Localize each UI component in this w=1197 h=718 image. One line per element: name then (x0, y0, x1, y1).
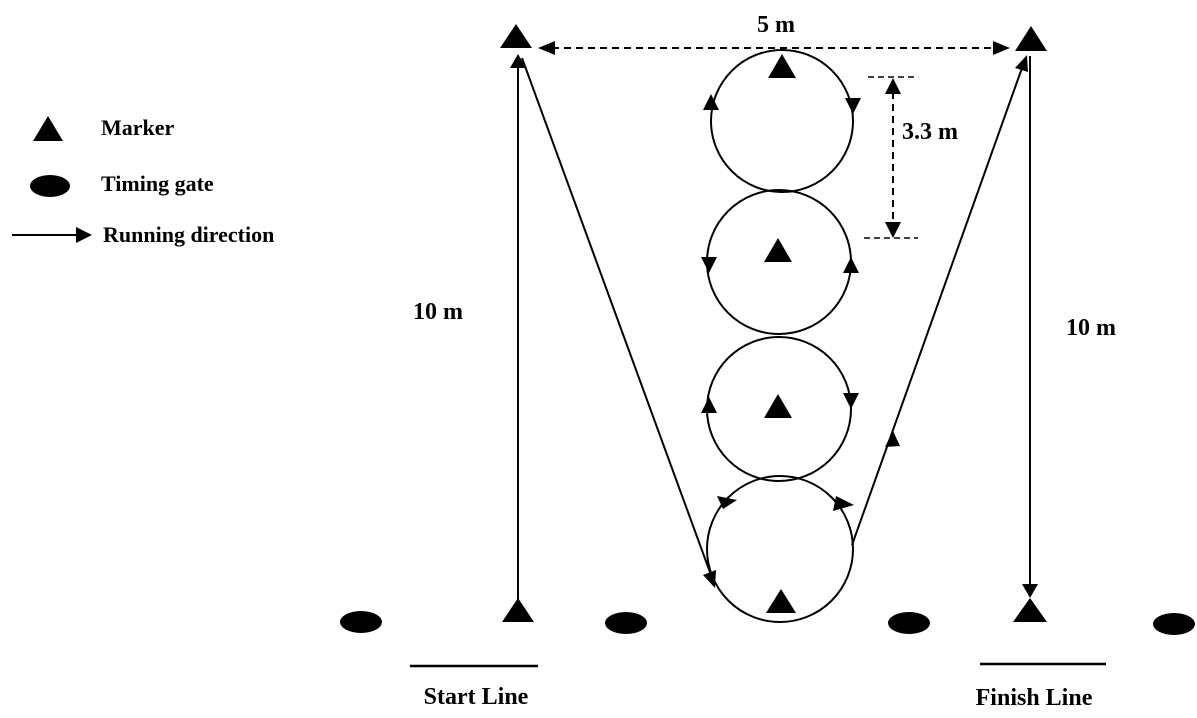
circle-4-center-marker-icon (766, 589, 796, 613)
circle-1-arrow-left-icon (703, 94, 719, 110)
circle-1-center-marker-icon (768, 54, 796, 78)
circle-3-center-marker-icon (764, 394, 792, 418)
top-right-marker-icon (1015, 26, 1047, 51)
legend-timing-gate-label: Timing gate (101, 171, 214, 196)
circle-3-arrow-left-icon (701, 397, 717, 413)
width-label: 5 m (757, 12, 795, 38)
left-length-label: 10 m (413, 299, 463, 325)
right-line-arrowhead-icon (1022, 584, 1038, 598)
legend-timing-gate-icon (30, 175, 70, 197)
circle-1-arrow-right-icon (845, 98, 861, 114)
right-length-label: 10 m (1066, 315, 1116, 341)
spacing-arrowhead-down-icon (885, 222, 901, 238)
legend-arrow-icon (12, 227, 92, 243)
circle-1 (703, 49, 861, 193)
diagonal-right-mid-arrow-icon (885, 431, 900, 447)
finish-line-label: Finish Line (976, 685, 1093, 711)
diagonal-right-arrowhead-icon (1015, 55, 1028, 72)
right-vertical-line (1022, 56, 1038, 598)
circle-3-arrow-right-icon (843, 393, 859, 409)
circle-4 (706, 475, 854, 623)
width-arrowhead-left-icon (538, 41, 555, 55)
top-left-marker-icon (500, 24, 532, 48)
circle-3 (701, 336, 859, 482)
start-marker-icon (502, 598, 534, 622)
width-dimension (538, 41, 1010, 55)
timing-gate-3-icon (888, 612, 930, 634)
left-line-arrowhead-icon (510, 54, 526, 68)
finish-marker-icon (1013, 598, 1047, 622)
circle-4-arrow-left-icon (717, 496, 737, 509)
circle-2 (701, 189, 859, 335)
legend-marker-icon (33, 116, 63, 141)
timing-gate-2-icon (605, 612, 647, 634)
legend: Marker Timing gate Running direction (12, 115, 274, 247)
diagonal-left-arrowhead-icon (703, 570, 716, 588)
diagonal-path-right (851, 55, 1028, 546)
start-line-label: Start Line (424, 684, 529, 710)
timing-gate-4-icon (1153, 613, 1195, 635)
circle-2-arrow-right-icon (843, 257, 859, 273)
spacing-dimension (864, 76, 918, 239)
spacing-label: 3.3 m (902, 119, 958, 145)
legend-marker-label: Marker (101, 115, 175, 140)
timing-gate-1-icon (340, 611, 382, 633)
diagonal-path-left (521, 57, 716, 588)
circle-4-arrow-right-icon (833, 496, 854, 511)
spacing-arrowhead-up-icon (885, 78, 901, 94)
width-arrowhead-right-icon (993, 41, 1010, 55)
legend-running-direction-label: Running direction (103, 222, 274, 247)
circle-2-arrow-left-icon (701, 257, 717, 273)
left-vertical-line (510, 54, 526, 604)
circle-2-center-marker-icon (764, 238, 792, 262)
